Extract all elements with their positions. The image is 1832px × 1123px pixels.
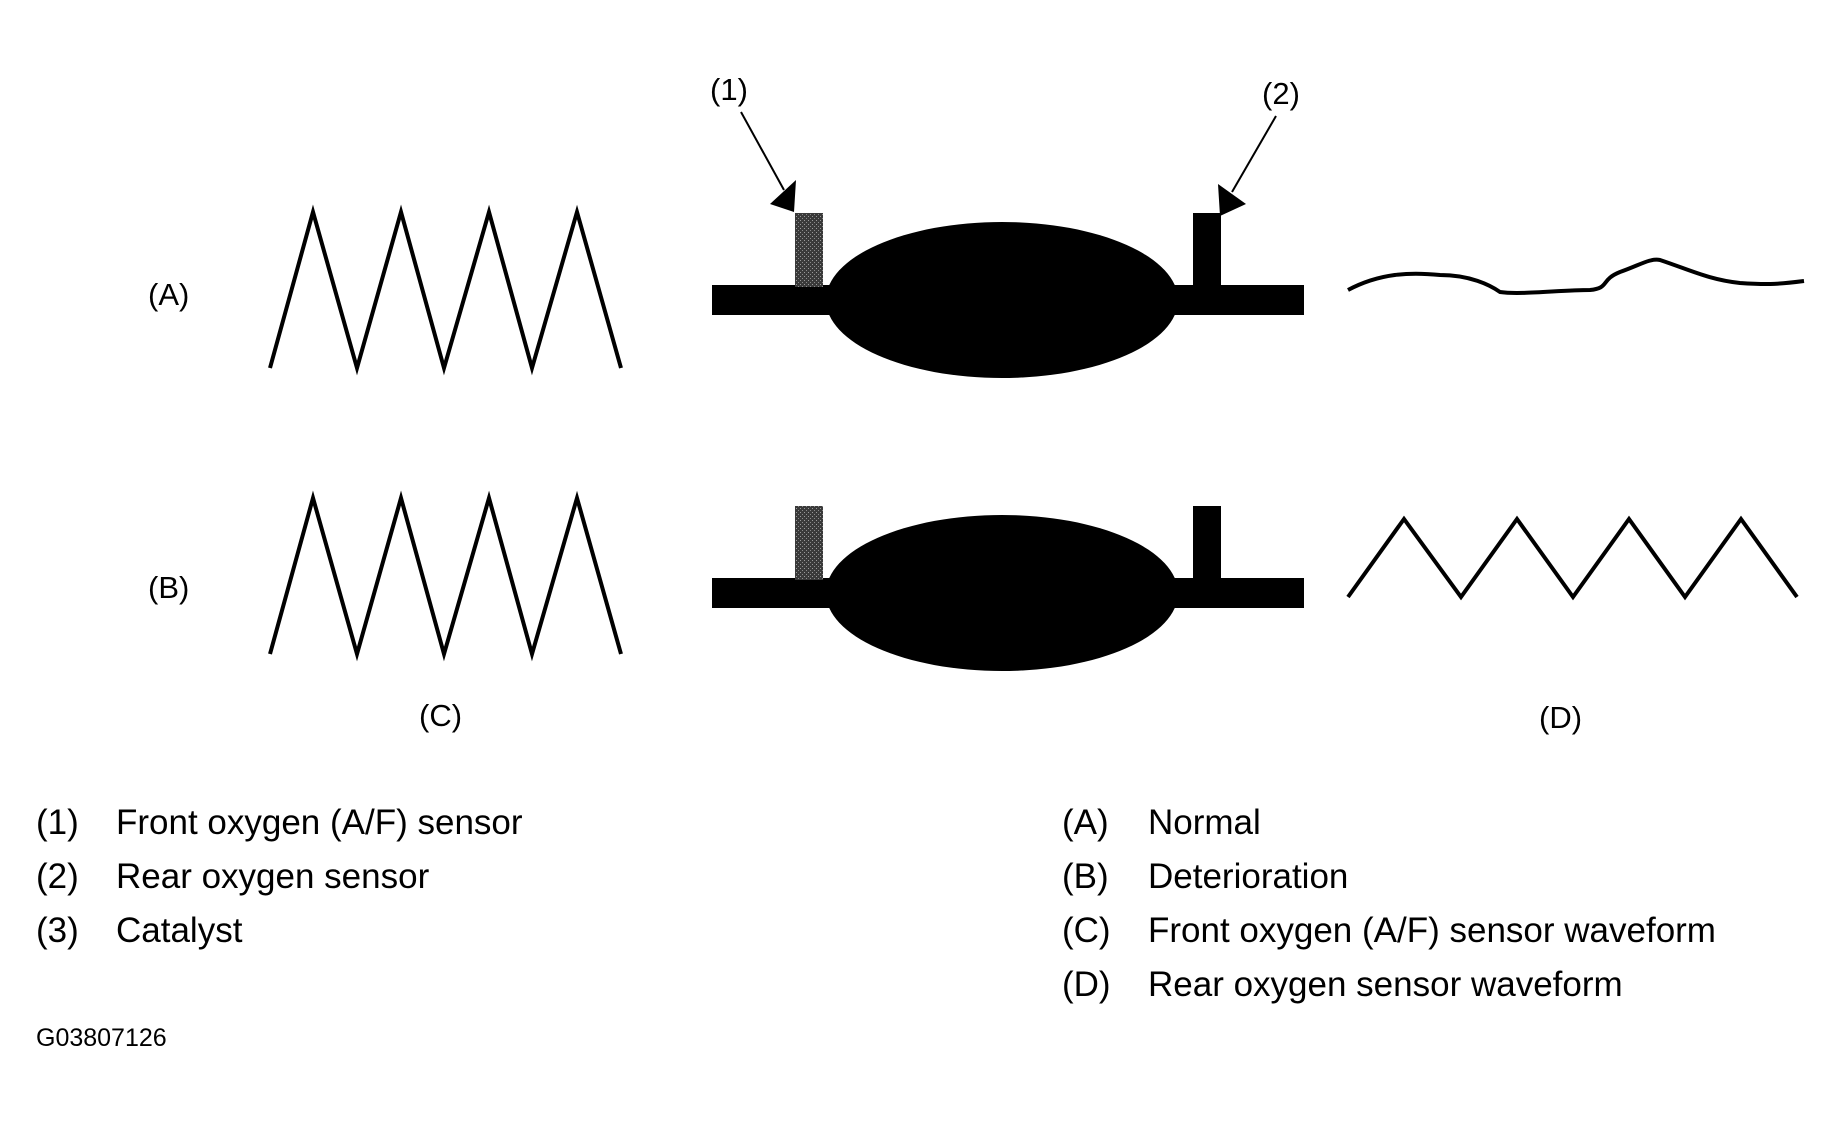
rear-sensor-waveform-deterioration [1346,515,1799,601]
legend-key: (3) [36,911,79,950]
callout-arrow-rear-sensor [1231,115,1277,193]
front-oxygen-sensor [795,213,823,287]
legend-text: Normal [1148,803,1261,842]
legend-conditions: (A) Normal (B) Deterioration (C) Front o… [1062,796,1716,1012]
legend-text: Front oxygen (A/F) sensor waveform [1148,911,1716,950]
legend-key: (1) [36,803,79,842]
rear-oxygen-sensor [1193,213,1221,287]
legend-item: (1) Front oxygen (A/F) sensor [36,796,523,850]
front-oxygen-sensor [795,506,823,580]
legend-item: (C) Front oxygen (A/F) sensor waveform [1062,904,1716,958]
callout-arrowhead-rear-sensor [1218,184,1246,216]
rear-sensor-waveform-normal [1347,257,1805,295]
legend-text: Rear oxygen sensor waveform [1148,965,1623,1004]
exhaust-pipe-outlet [1158,578,1304,608]
row-label-a: (A) [148,277,189,312]
exhaust-pipe-outlet [1158,285,1304,315]
catalyst-assembly-normal [712,213,1304,378]
legend-components: (1) Front oxygen (A/F) sensor (2) Rear o… [36,796,523,958]
callout-arrow-front-sensor [740,111,785,191]
legend-text: Catalyst [116,911,243,950]
legend-key: (2) [36,857,79,896]
legend-text: Rear oxygen sensor [116,857,430,896]
legend-text: Deterioration [1148,857,1349,896]
legend-text: Front oxygen (A/F) sensor [116,803,523,842]
legend-item: (3) Catalyst [36,904,523,958]
legend-key: (A) [1062,803,1109,842]
catalyst [826,515,1178,671]
legend-key: (C) [1062,911,1111,950]
legend-item: (D) Rear oxygen sensor waveform [1062,958,1716,1012]
legend-key: (D) [1062,965,1111,1004]
column-label-d: (D) [1539,700,1582,735]
row-label-b: (B) [148,570,189,605]
column-label-c: (C) [419,698,462,733]
callout-front-sensor: (1) [710,72,748,107]
figure-id: G03807126 [36,1024,167,1052]
legend-item: (A) Normal [1062,796,1716,850]
callout-rear-sensor: (2) [1262,76,1300,111]
rear-oxygen-sensor [1193,506,1221,580]
legend-key: (B) [1062,857,1109,896]
catalyst-assembly-deterioration [712,506,1304,671]
callout-arrowhead-front-sensor [770,180,796,212]
front-sensor-waveform-normal [268,204,623,376]
front-sensor-waveform-deterioration [268,490,623,662]
legend-item: (B) Deterioration [1062,850,1716,904]
catalyst [826,222,1178,378]
legend-item: (2) Rear oxygen sensor [36,850,523,904]
